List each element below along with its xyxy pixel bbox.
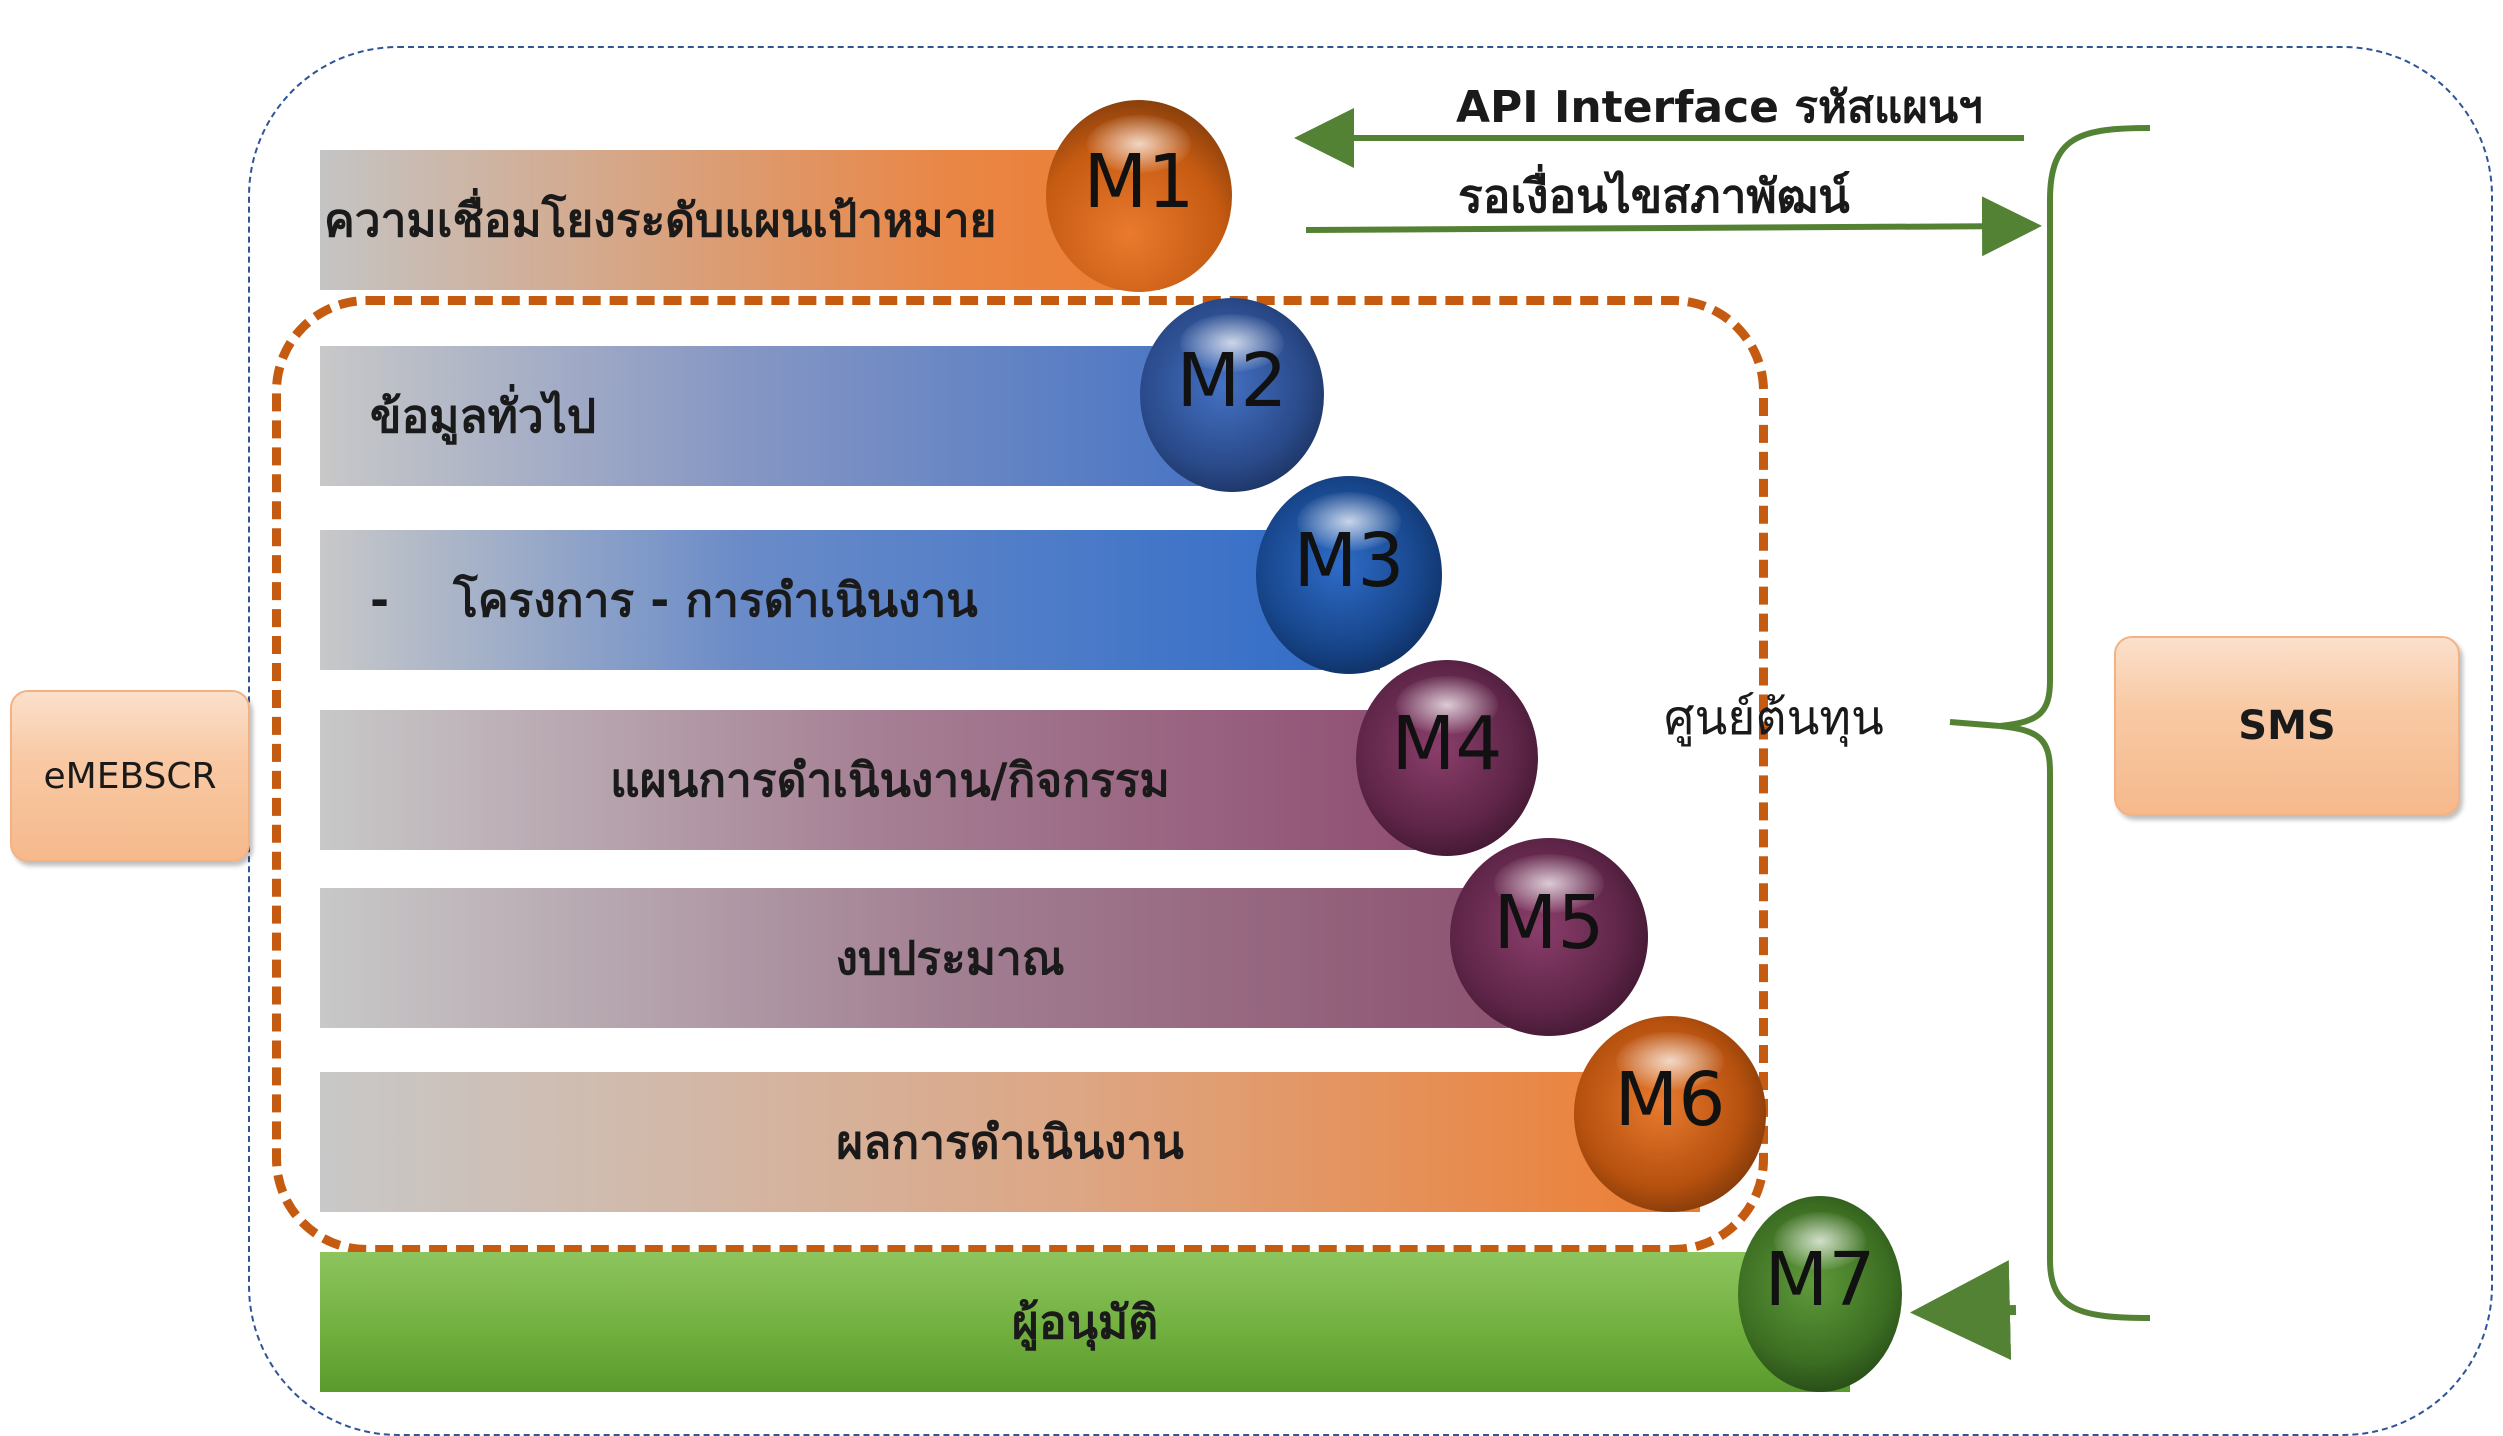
module-badge-m5: M5 bbox=[1450, 838, 1648, 1036]
module-label-m3: - โครงการ - การดำเนินงาน bbox=[370, 572, 978, 627]
module-bar-m6: ผลการดำเนินงาน bbox=[320, 1072, 1700, 1212]
module-bar-m1: ความเชื่อมโยงระดับแผนเป้าหมาย bbox=[320, 150, 1160, 290]
pending-condition-label: รอเงื่อนไขสภาพัฒน์ bbox=[1458, 169, 1850, 223]
sms-label: SMS bbox=[2238, 703, 2336, 749]
module-badge-text-m4: M4 bbox=[1391, 701, 1503, 787]
module-badge-m2: M2 bbox=[1140, 298, 1324, 492]
module-badge-text-m3: M3 bbox=[1293, 518, 1405, 604]
module-badge-text-m7: M7 bbox=[1764, 1237, 1876, 1323]
cost-center-label: ศูนย์ต้นทุน bbox=[1664, 690, 1884, 746]
sms-system-box: SMS bbox=[2114, 636, 2460, 816]
module-label-m7: ผู้อนุมัติ bbox=[1011, 1294, 1159, 1349]
inner-module-group-frame bbox=[272, 296, 1768, 1254]
module-bar-m5: งบประมาณ bbox=[320, 888, 1580, 1028]
brace-to-cost-center bbox=[1949, 719, 2001, 729]
module-bar-m7: ผู้อนุมัติ bbox=[320, 1252, 1850, 1392]
module-label-m4: แผนการดำเนินงาน/กิจกรรม bbox=[610, 752, 1170, 807]
module-badge-text-m6: M6 bbox=[1614, 1057, 1726, 1143]
emebscr-label: eMEBSCR bbox=[43, 755, 217, 797]
module-badge-text-m1: M1 bbox=[1083, 139, 1195, 225]
module-badge-m3: M3 bbox=[1256, 476, 1442, 674]
module-bar-m4: แผนการดำเนินงาน/กิจกรรม bbox=[320, 710, 1460, 850]
module-label-m2: ข้อมูลทั่วไป bbox=[370, 388, 597, 443]
module-label-m5: งบประมาณ bbox=[835, 930, 1065, 985]
module-badge-text-m5: M5 bbox=[1493, 880, 1605, 966]
module-badge-text-m2: M2 bbox=[1176, 338, 1288, 424]
wait-arrow bbox=[1305, 196, 2042, 257]
approver-arrow bbox=[1910, 1260, 2017, 1361]
module-label-m6: ผลการดำเนินงาน bbox=[836, 1114, 1184, 1169]
module-badge-m7: M7 bbox=[1738, 1196, 1902, 1392]
emebscr-system-box: eMEBSCR bbox=[10, 690, 250, 862]
module-badge-m1: M1 bbox=[1046, 100, 1232, 292]
module-label-m1: ความเชื่อมโยงระดับแผนเป้าหมาย bbox=[324, 192, 997, 247]
module-badge-m4: M4 bbox=[1356, 660, 1538, 856]
module-bar-m3: - โครงการ - การดำเนินงาน bbox=[320, 530, 1380, 670]
api-interface-label: API Interface รหัสแผนฯ bbox=[1456, 82, 1983, 133]
module-bar-m2: ข้อมูลทั่วไป bbox=[320, 346, 1240, 486]
module-badge-m6: M6 bbox=[1574, 1016, 1766, 1212]
